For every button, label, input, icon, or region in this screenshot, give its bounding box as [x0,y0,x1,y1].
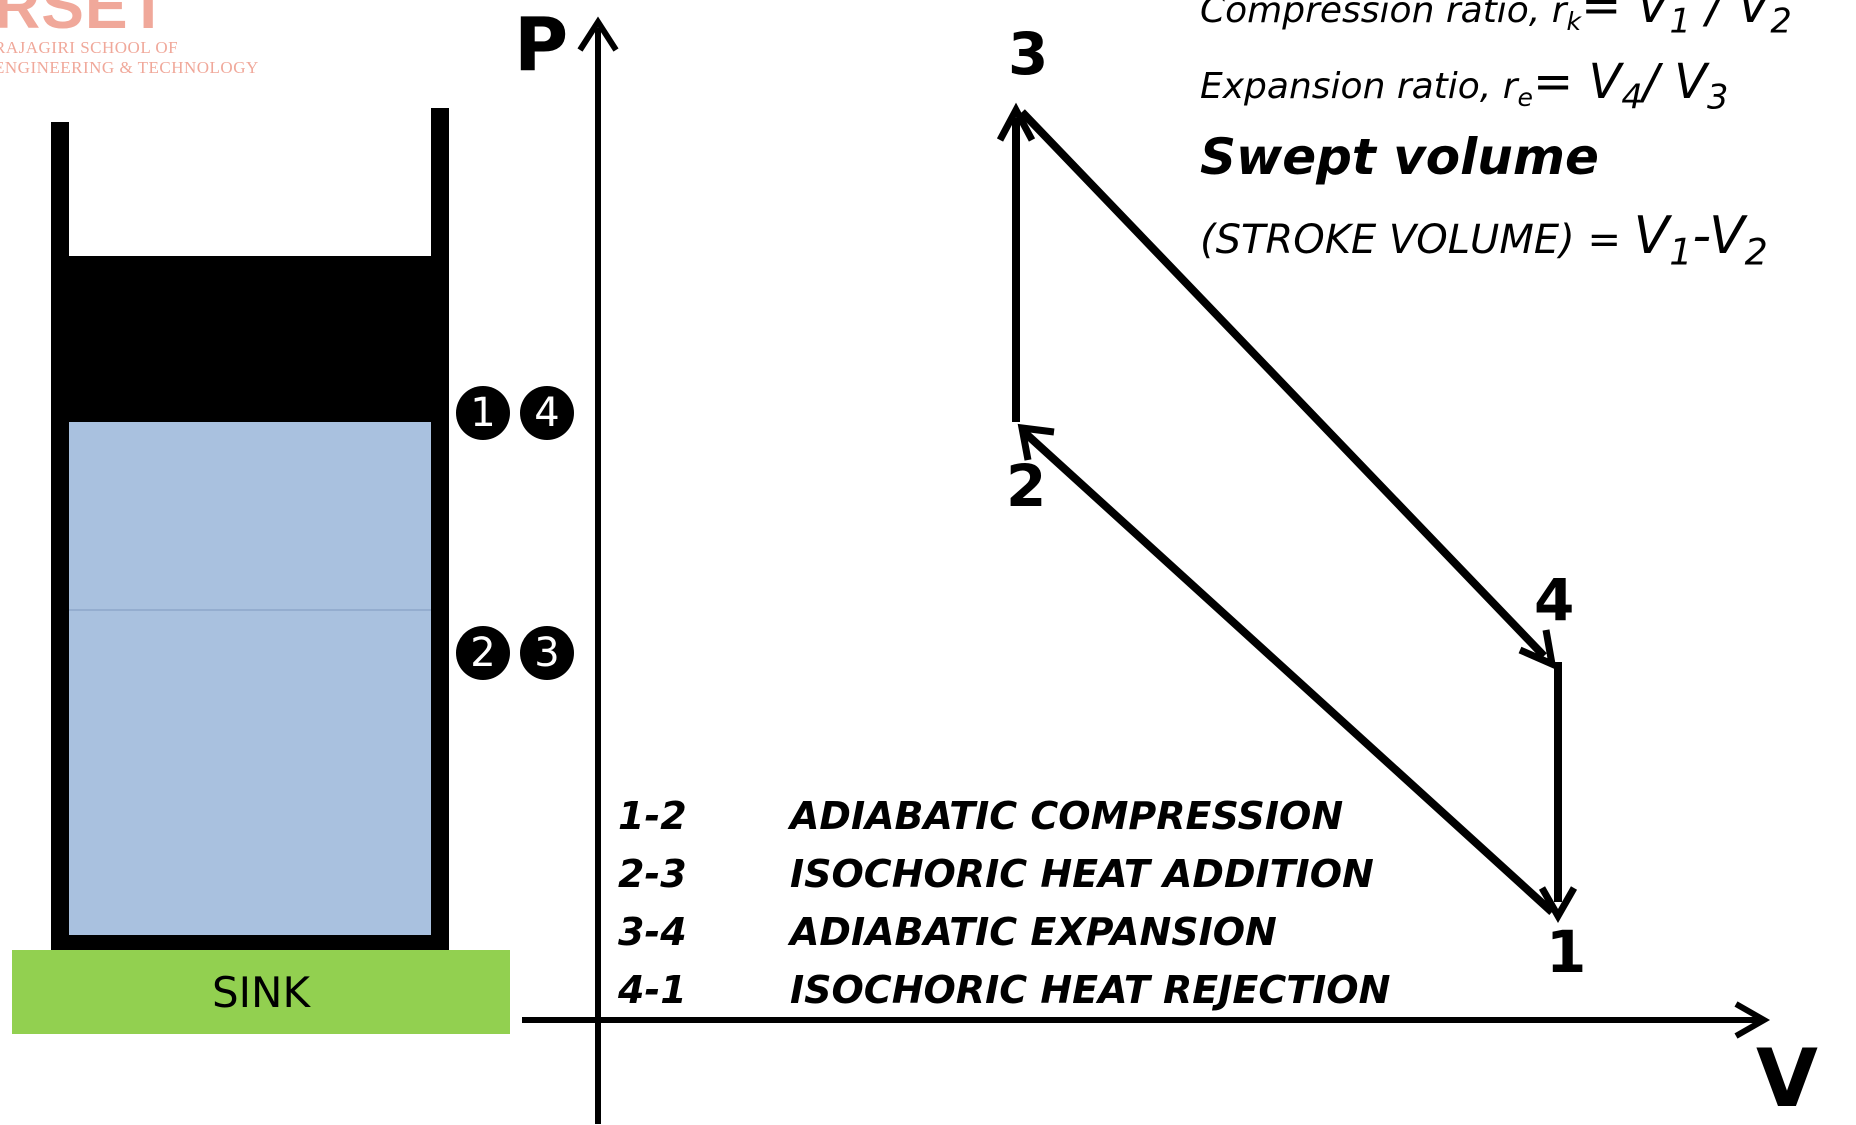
logo-line-1: RAJAGIRI SCHOOL OF [0,38,179,57]
point-2-label: 2 [1006,452,1047,520]
marker-state-2: 2 [456,626,510,680]
path-3-4 [1019,109,1547,659]
arrowhead-at-4 [1518,629,1557,670]
stroke-v1: V [1633,206,1670,266]
stroke-text: (STROKE VOLUME) = [1200,217,1634,263]
compression-text: Compression ratio, r [1200,0,1567,31]
path-1-2 [1021,429,1555,915]
compression-slash: / V [1690,0,1771,34]
piston [60,256,440,422]
process-name: ISOCHORIC HEAT ADDITION [790,852,1374,896]
point-3-label: 3 [1008,20,1049,88]
point-4-label: 4 [1534,566,1575,634]
expansion-sub: e [1517,83,1534,113]
marker-state-4: 4 [520,386,574,440]
expansion-slash: / V [1642,54,1707,110]
gas-volume [68,422,434,940]
process-row: 1-2 ADIABATIC COMPRESSION [618,794,1343,838]
p-axis-label: P [514,2,569,88]
logo-mark: RSET [0,0,169,42]
stroke-volume-formula: (STROKE VOLUME) = V1-V2 [1200,206,1768,273]
expansion-sub1: 4 [1621,77,1643,117]
sink-label: SINK [211,967,310,1017]
compression-sub: k [1566,7,1582,37]
compression-eq: = V [1581,0,1670,34]
stroke-sub2: 2 [1744,230,1768,274]
arrowhead-at-2 [1017,423,1055,461]
compression-sub1: 1 [1669,1,1691,41]
stroke-sub1: 1 [1669,230,1693,274]
stroke-dash: -V [1692,206,1745,266]
v-axis [522,1001,1771,1039]
point-1-label: 1 [1546,918,1587,986]
expansion-sub2: 3 [1706,77,1729,117]
process-row: 3-4 ADIABATIC EXPANSION [618,910,1277,954]
v-axis-label: V [1756,1032,1818,1125]
compression-sub2: 2 [1770,1,1792,41]
process-row: 2-3 ISOCHORIC HEAT ADDITION [618,852,1374,896]
expansion-eq: = V [1533,54,1622,110]
marker-state-1: 1 [456,386,510,440]
swept-volume-heading: Swept volume [1200,128,1599,186]
process-name: ISOCHORIC HEAT REJECTION [790,968,1391,1012]
marker-state-3: 3 [520,626,574,680]
cylinder-walls [51,108,449,953]
arrowhead-at-1 [1538,886,1578,924]
p-axis [577,16,619,1124]
process-name: ADIABATIC EXPANSION [790,910,1277,954]
process-code: 1-2 [618,794,687,838]
arrowhead-at-3 [996,102,1036,142]
expansion-text: Expansion ratio, r [1200,66,1518,107]
sink-block: SINK [12,950,510,1034]
compression-ratio-formula: Compression ratio, rk= V1 / V2 [1200,0,1792,41]
process-code: 4-1 [618,968,687,1012]
process-code: 2-3 [618,852,687,896]
process-row: 4-1 ISOCHORIC HEAT REJECTION [618,968,1390,1012]
expansion-ratio-formula: Expansion ratio, re= V4/ V3 [1200,54,1728,117]
logo-line-2: ENGINEERING & TECHNOLOGY [0,58,259,77]
process-code: 3-4 [618,910,687,954]
process-name: ADIABATIC COMPRESSION [790,794,1344,838]
institution-logo: RSET RAJAGIRI SCHOOL OF ENGINEERING & TE… [0,0,259,78]
